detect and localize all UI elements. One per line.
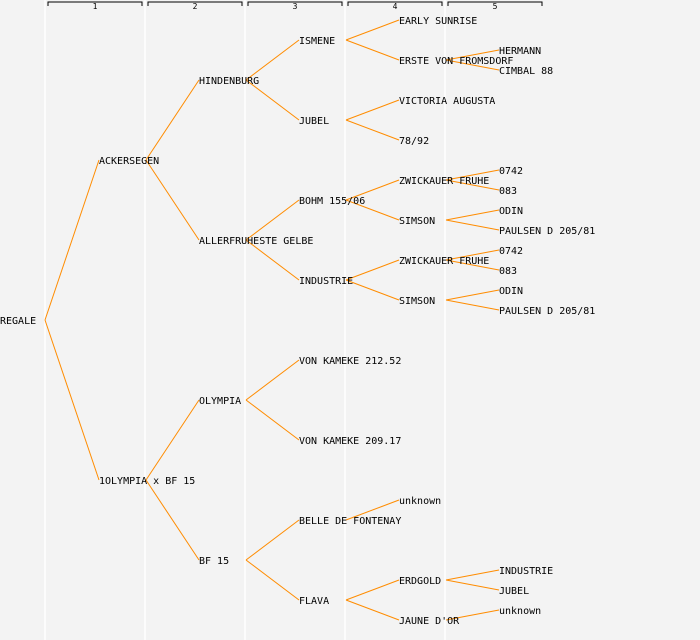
pedigree-node: ERDGOLD (399, 576, 441, 587)
pedigree-node: EARLY SUNRISE (399, 16, 477, 27)
pedigree-node: 083 (499, 186, 517, 197)
pedigree-link (345, 599, 400, 621)
pedigree-node: 1OLYMPIA x BF 15 (99, 476, 195, 487)
pedigree-node: ALLERFRUHESTE GELBE (199, 236, 313, 247)
pedigree-node: INDUSTRIE (499, 566, 553, 577)
generation-headers: 1 2 3 4 5 (47, 1, 543, 11)
pedigree-node: SIMSON (399, 216, 435, 227)
pedigree-node: CIMBAL 88 (499, 66, 553, 77)
pedigree-node: HINDENBURG (199, 76, 259, 87)
generation-label: 5 (493, 2, 498, 11)
pedigree-node: OLYMPIA (199, 396, 241, 407)
pedigree-link (345, 179, 400, 201)
generation-bracket (347, 1, 443, 6)
pedigree-node: unknown (399, 496, 441, 507)
pedigree-node: ODIN (499, 206, 523, 217)
pedigree-node: BOHM 155/06 (299, 196, 365, 207)
pedigree-link (245, 359, 300, 401)
pedigree-node: ACKERSEGEN (99, 156, 159, 167)
pedigree-link (445, 59, 500, 71)
pedigree-link (445, 609, 500, 621)
pedigree-node: ISMENE (299, 36, 335, 47)
pedigree-link (445, 579, 500, 591)
generation-bracket (247, 1, 343, 6)
pedigree-link (145, 399, 200, 481)
column-separators (44, 0, 446, 640)
pedigree-link (445, 299, 500, 311)
pedigree-link (445, 49, 500, 61)
pedigree-link (245, 239, 300, 281)
pedigree-link (445, 169, 500, 181)
pedigree-link (145, 479, 200, 561)
pedigree-link (145, 159, 200, 241)
pedigree-link (245, 39, 300, 81)
generation-bracket (47, 1, 143, 6)
generation-label: 1 (93, 2, 98, 11)
pedigree-node: ERSTE VON FROMSDORF (399, 56, 513, 67)
pedigree-link (44, 159, 100, 321)
pedigree-node: 0742 (499, 246, 523, 257)
pedigree-node: 78/92 (399, 136, 429, 147)
pedigree-link (245, 519, 300, 561)
pedigree-node: SIMSON (399, 296, 435, 307)
pedigree-node: JUBEL (499, 586, 529, 597)
pedigree-link (245, 199, 300, 241)
pedigree-link (445, 249, 500, 261)
pedigree-node: PAULSEN D 205/81 (499, 226, 595, 237)
pedigree-link (345, 119, 400, 141)
pedigree-link (245, 399, 300, 441)
pedigree-node: FLAVA (299, 596, 329, 607)
pedigree-node: PAULSEN D 205/81 (499, 306, 595, 317)
pedigree-link (445, 209, 500, 221)
pedigree-node: VICTORIA AUGUSTA (399, 96, 495, 107)
pedigree-link (345, 279, 400, 301)
pedigree-link (445, 289, 500, 301)
pedigree-link (245, 559, 300, 601)
generation-label: 2 (193, 2, 198, 11)
pedigree-link (345, 499, 400, 521)
pedigree-link (345, 39, 400, 61)
pedigree-link (245, 79, 300, 121)
pedigree-link (145, 79, 200, 161)
pedigree-node: ZWICKAUER FRUHE (399, 256, 489, 267)
pedigree-node: 0742 (499, 166, 523, 177)
pedigree-links (44, 19, 500, 621)
generation-label: 3 (293, 2, 298, 11)
pedigree-node: ZWICKAUER FRUHE (399, 176, 489, 187)
pedigree-node: BF 15 (199, 556, 229, 567)
pedigree-node: VON KAMEKE 209.17 (299, 436, 401, 447)
pedigree-node: REGALE (0, 316, 36, 327)
pedigree-link (345, 19, 400, 41)
pedigree-node: VON KAMEKE 212.52 (299, 356, 401, 367)
pedigree-node: ODIN (499, 286, 523, 297)
pedigree-node: HERMANN (499, 46, 541, 57)
pedigree-link (44, 319, 100, 481)
pedigree-link (345, 199, 400, 221)
pedigree-link (345, 579, 400, 601)
pedigree-link (445, 259, 500, 271)
pedigree-link (445, 179, 500, 191)
generation-bracket (147, 1, 243, 6)
pedigree-node: 083 (499, 266, 517, 277)
generation-bracket (447, 1, 543, 6)
generation-label: 4 (393, 2, 398, 11)
pedigree-node: BELLE DE FONTENAY (299, 516, 401, 527)
pedigree-node: JAUNE D'OR (399, 616, 460, 627)
pedigree-node: unknown (499, 606, 541, 617)
pedigree-link (445, 569, 500, 581)
pedigree-node: INDUSTRIE (299, 276, 353, 287)
pedigree-link (345, 259, 400, 281)
pedigree-node: JUBEL (299, 116, 329, 127)
pedigree-link (445, 219, 500, 231)
pedigree-link (345, 99, 400, 121)
